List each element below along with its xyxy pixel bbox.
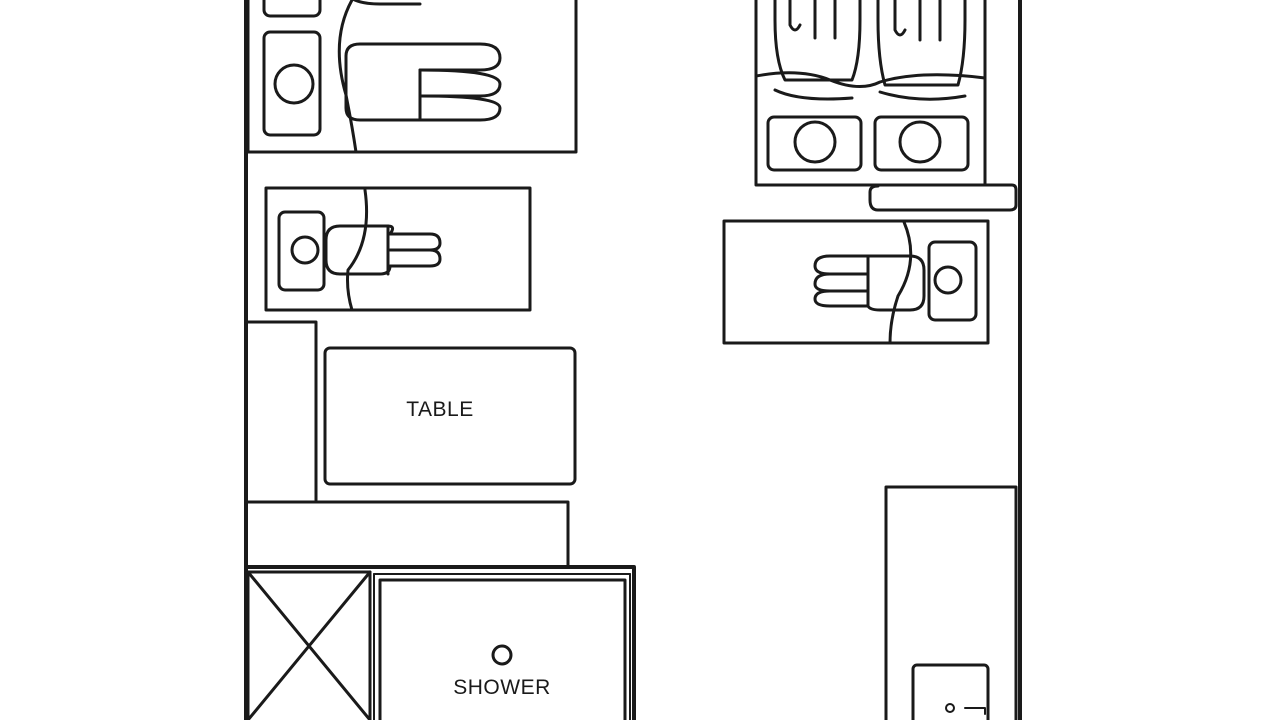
ledge-right [868, 183, 1018, 212]
bed-middle-left[interactable] [264, 186, 532, 312]
bathroom: SHOWER [244, 565, 636, 720]
pillow-icon [873, 115, 970, 172]
sink-icon [911, 663, 990, 720]
pillow-icon [262, 30, 322, 137]
head-icon [273, 63, 315, 105]
head-icon [290, 235, 320, 265]
kitchen-counter [884, 485, 1018, 720]
side-cabinet [246, 320, 318, 502]
storage-cabinet [246, 570, 372, 720]
table-label: TABLE [406, 398, 473, 421]
sink-drain-icon [945, 703, 955, 713]
bed-top-right[interactable] [754, 0, 987, 187]
pillow-icon [277, 210, 326, 292]
table[interactable]: TABLE [323, 346, 577, 486]
outer-walls [244, 0, 1022, 720]
bed-middle-right[interactable] [722, 219, 990, 345]
shower-label: SHOWER [453, 676, 551, 699]
shower-tray [378, 578, 627, 720]
shower-drain-icon [491, 644, 513, 666]
pillow-icon [766, 115, 863, 172]
head-icon [933, 265, 963, 295]
pillow-icon [927, 240, 978, 322]
bench[interactable] [246, 500, 570, 568]
head-icon [898, 120, 942, 164]
bed-top-left[interactable] [246, 0, 578, 154]
head-icon [793, 120, 837, 164]
